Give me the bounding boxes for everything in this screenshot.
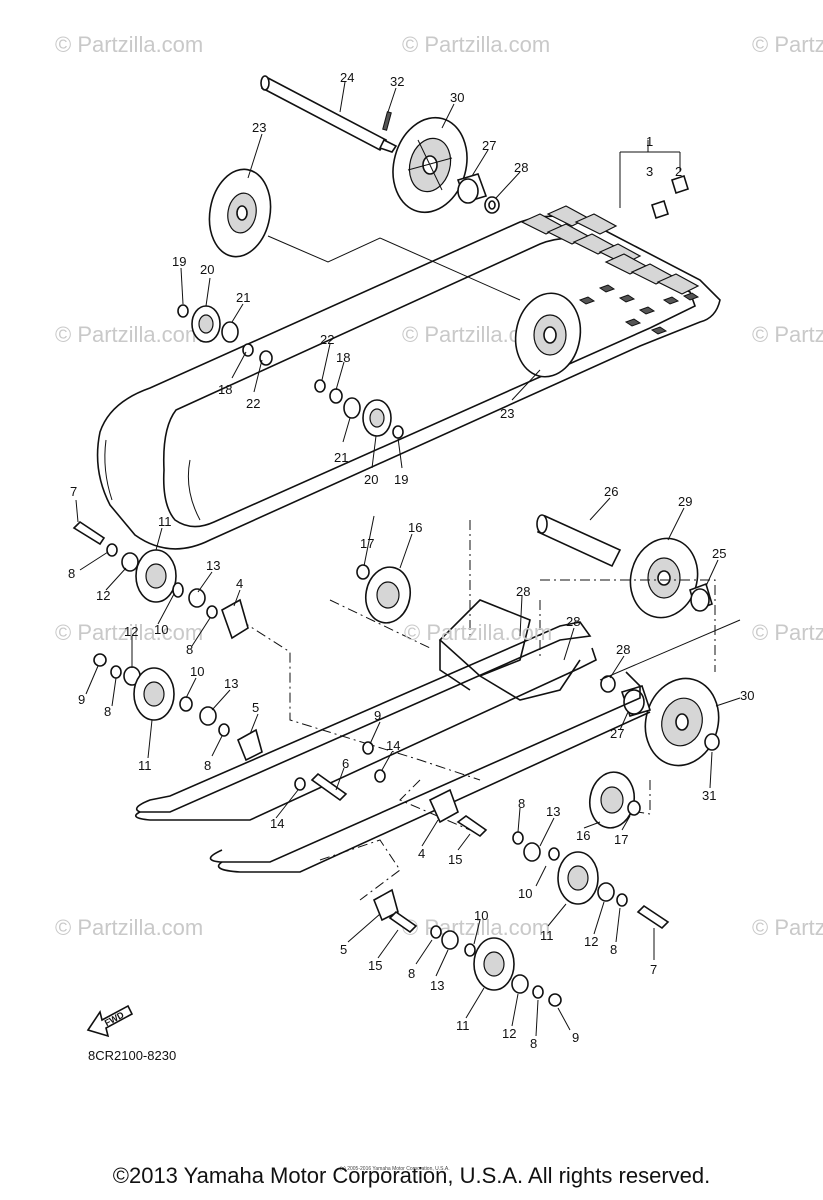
watermark: © Partzilla.com	[752, 32, 823, 57]
callout-7-right: 7	[650, 962, 657, 977]
callout-23-right: 23	[500, 406, 514, 421]
callout-10-b: 10	[190, 664, 204, 679]
callout-19-left: 19	[172, 254, 186, 269]
callout-23-left: 23	[252, 120, 266, 135]
slide-rails	[134, 599, 741, 901]
callout-9-a: 9	[78, 692, 85, 707]
callout-26: 26	[604, 484, 618, 499]
callout-14-a: 14	[386, 738, 400, 753]
callout-25: 25	[712, 546, 726, 561]
callout-8-f: 8	[610, 942, 617, 957]
callout-28-top: 28	[514, 160, 528, 175]
callout-9-c: 9	[572, 1030, 579, 1045]
callout-27-top: 27	[482, 138, 496, 153]
callout-10-c: 10	[518, 886, 532, 901]
fwd-arrow: FWD	[86, 1004, 134, 1038]
callout-17-lower: 17	[614, 832, 628, 847]
callout-4-lower: 4	[418, 846, 425, 861]
callout-2: 2	[675, 164, 682, 179]
track-clip-group	[619, 140, 689, 220]
callout-13-a: 13	[206, 558, 220, 573]
callout-20-left: 20	[200, 262, 214, 277]
callout-8-c: 8	[104, 704, 111, 719]
callout-15-a: 15	[448, 852, 462, 867]
watermark: © Partzilla.com	[402, 32, 550, 57]
callout-13-b: 13	[224, 676, 238, 691]
callout-8-d: 8	[204, 758, 211, 773]
callout-leaders	[75, 81, 741, 1037]
callout-28-mid: 28	[516, 584, 530, 599]
callout-1: 1	[646, 134, 653, 149]
watermark: © Partzilla.com	[752, 915, 823, 940]
callout-6: 6	[342, 756, 349, 771]
callout-11-c: 11	[540, 928, 554, 943]
callout-22-left: 22	[246, 396, 260, 411]
callout-10-d: 10	[474, 908, 488, 923]
callout-11-upper: 11	[158, 514, 172, 529]
callout-8-b: 8	[186, 642, 193, 657]
callout-12-d: 12	[502, 1026, 516, 1041]
callout-4-upper: 4	[236, 576, 243, 591]
center-watermark: © Partzilla.com	[404, 620, 552, 645]
watermark: © Partzilla.com	[55, 322, 203, 347]
callout-5-lower: 5	[340, 942, 347, 957]
callout-29: 29	[678, 494, 692, 509]
front-wheel-group	[72, 520, 670, 1007]
idler-wheel-right	[514, 292, 582, 378]
watermark: © Partzilla.com	[55, 32, 203, 57]
callout-32: 32	[390, 74, 404, 89]
callout-8-h: 8	[530, 1036, 537, 1051]
callout-11-b: 11	[138, 758, 152, 773]
callout-13-d: 13	[430, 978, 444, 993]
callout-12-b: 12	[124, 624, 138, 639]
diagram-code: 8CR2100-8230	[88, 1048, 176, 1063]
callout-3: 3	[646, 164, 653, 179]
callout-8-g: 8	[408, 966, 415, 981]
callout-11-d: 11	[456, 1018, 470, 1033]
callout-30-top: 30	[450, 90, 464, 105]
callout-31: 31	[702, 788, 716, 803]
rear-upper-idler-group	[469, 514, 716, 672]
watermark: © Partzilla.com	[752, 322, 823, 347]
callout-18-left: 18	[218, 382, 232, 397]
rear-wheel-lower	[600, 675, 720, 767]
callout-28-right: 28	[566, 614, 580, 629]
callout-18-mid: 18	[336, 350, 350, 365]
callout-15-b: 15	[368, 958, 382, 973]
callout-24: 24	[340, 70, 354, 85]
callout-19-mid: 19	[394, 472, 408, 487]
callout-12-a: 12	[96, 588, 110, 603]
callout-16-lower: 16	[576, 828, 590, 843]
idler-wheel-left	[208, 168, 521, 301]
callout-14-b: 14	[270, 816, 284, 831]
credit-line: (c) 2005-2016 Yamaha Motor Corporation, …	[340, 1166, 450, 1172]
track-lugs	[520, 205, 700, 335]
callout-8-a: 8	[68, 566, 75, 581]
callout-12-c: 12	[584, 934, 598, 949]
callout-22-mid: 22	[320, 332, 334, 347]
callout-28-far: 28	[616, 642, 630, 657]
callout-20-mid: 20	[364, 472, 378, 487]
callout-8-e: 8	[518, 796, 525, 811]
callout-5-upper: 5	[252, 700, 259, 715]
watermark: © Partzilla.com	[752, 620, 823, 645]
callout-13-c: 13	[546, 804, 560, 819]
watermark: © Partzilla.com	[55, 620, 203, 645]
watermark: © Partzilla.com	[55, 915, 203, 940]
callout-9-b: 9	[374, 708, 381, 723]
callout-27-lower: 27	[610, 726, 624, 741]
callout-17-upper: 17	[360, 536, 374, 551]
callout-7-left: 7	[70, 484, 77, 499]
callout-21-mid: 21	[334, 450, 348, 465]
track-belt	[96, 205, 721, 550]
callout-labels: 1 2 3 24 32 30 23 27 28 19 20 21 18 22 2…	[68, 70, 754, 1051]
callout-10-a: 10	[154, 622, 168, 637]
callout-30-lower: 30	[740, 688, 754, 703]
callout-21-left: 21	[236, 290, 250, 305]
wheel-hardware-left	[177, 304, 404, 439]
callout-16-upper: 16	[408, 520, 422, 535]
copyright-notice: ©2013 Yamaha Motor Corporation, U.S.A. A…	[112, 1163, 711, 1188]
rear-axle-assembly	[260, 75, 500, 214]
